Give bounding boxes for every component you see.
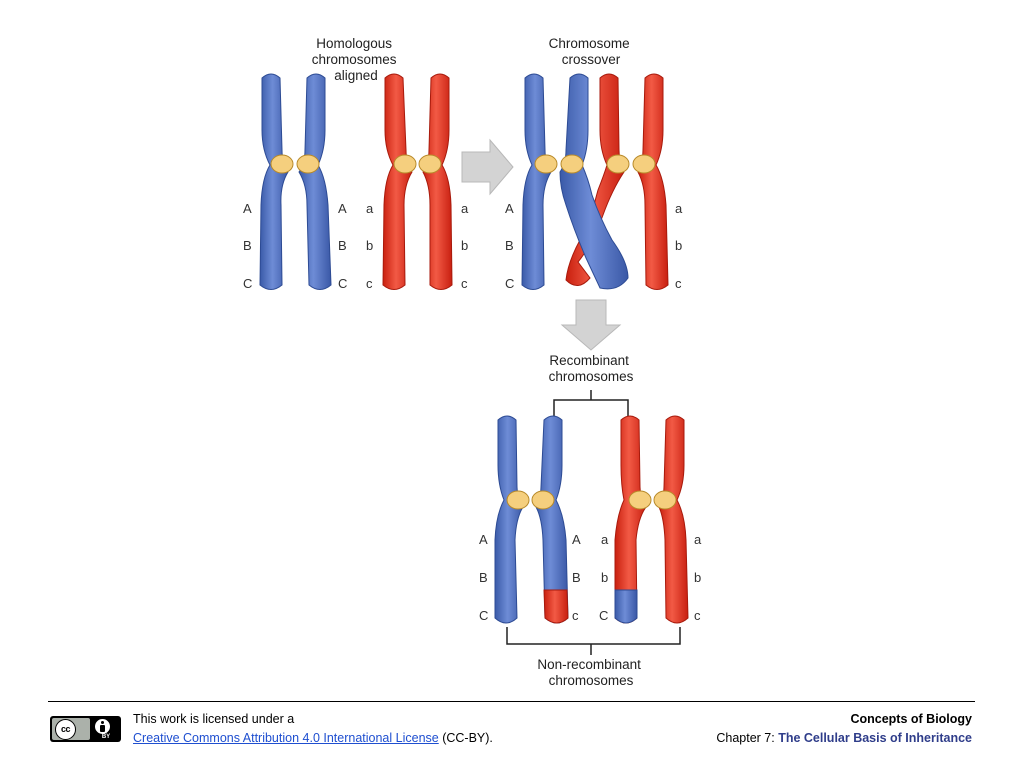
svg-text:C: C (505, 276, 514, 291)
svg-text:a: a (675, 201, 683, 216)
svg-text:b: b (694, 570, 701, 585)
svg-text:c: c (366, 276, 373, 291)
svg-text:c: c (461, 276, 468, 291)
attribution-icon (94, 718, 111, 735)
svg-text:A: A (243, 201, 252, 216)
svg-text:c: c (572, 608, 579, 623)
svg-text:A: A (338, 201, 347, 216)
centromeres-aligned (270, 154, 442, 174)
license-text: This work is licensed under a (133, 712, 295, 726)
cc-icon: cc (55, 719, 76, 740)
svg-text:A: A (572, 532, 581, 547)
svg-text:B: B (479, 570, 488, 585)
svg-text:b: b (601, 570, 608, 585)
blue-chromosome-result (494, 415, 569, 624)
svg-text:B: B (338, 238, 347, 253)
by-label: BY (101, 734, 111, 740)
blue-chromosome-pair-aligned (259, 73, 332, 290)
red-chromosome-result (614, 415, 689, 624)
gene-labels-result: A B C A B c a b C a b c (479, 532, 702, 623)
svg-text:A: A (479, 532, 488, 547)
gene-labels-crossover: A B C a b c (505, 201, 683, 291)
license-link[interactable]: Creative Commons Attribution 4.0 Interna… (133, 731, 439, 745)
svg-text:C: C (599, 608, 608, 623)
svg-text:B: B (243, 238, 252, 253)
license-suffix: (CC-BY). (438, 731, 493, 745)
title-aligned: Homologous chromosomes aligned (312, 36, 401, 83)
recombinant-bracket (553, 390, 629, 418)
svg-text:A: A (505, 201, 514, 216)
svg-text:C: C (479, 608, 488, 623)
down-arrow-icon (560, 299, 622, 351)
cc-by-license-icon[interactable]: cc BY (50, 716, 121, 742)
chromosome-crossover-figure: Homologous chromosomes aligned Chromosom… (243, 36, 702, 688)
title-nonrecombinant: Non-recombinant chromosomes (537, 657, 644, 688)
chapter-line: Chapter 7: The Cellular Basis of Inherit… (716, 731, 972, 745)
license-line: Creative Commons Attribution 4.0 Interna… (133, 731, 493, 745)
svg-text:a: a (694, 532, 702, 547)
book-title: Concepts of Biology (850, 712, 972, 726)
chapter-prefix: Chapter 7: (716, 731, 779, 745)
svg-text:b: b (461, 238, 468, 253)
svg-text:c: c (675, 276, 682, 291)
svg-text:C: C (243, 276, 252, 291)
centromeres-crossover (534, 154, 656, 174)
svg-text:a: a (461, 201, 469, 216)
svg-text:b: b (366, 238, 373, 253)
title-recombinant: Recombinant chromosomes (549, 353, 634, 384)
centromeres-result (506, 490, 677, 510)
svg-text:b: b (675, 238, 682, 253)
nonrecombinant-bracket (506, 627, 681, 655)
right-arrow-icon (461, 138, 514, 196)
title-crossover: Chromosome crossover (549, 36, 634, 67)
svg-text:a: a (366, 201, 374, 216)
chapter-title: The Cellular Basis of Inheritance (778, 731, 972, 745)
red-chromosome-pair-aligned (382, 73, 453, 290)
footer-divider (48, 701, 975, 702)
svg-text:a: a (601, 532, 609, 547)
blue-chromosome-pair-crossover (521, 73, 629, 290)
svg-text:c: c (694, 608, 701, 623)
svg-text:B: B (572, 570, 581, 585)
svg-text:C: C (338, 276, 347, 291)
svg-text:B: B (505, 238, 514, 253)
gene-labels-aligned: A B C A B C a b c a b c (243, 201, 469, 291)
